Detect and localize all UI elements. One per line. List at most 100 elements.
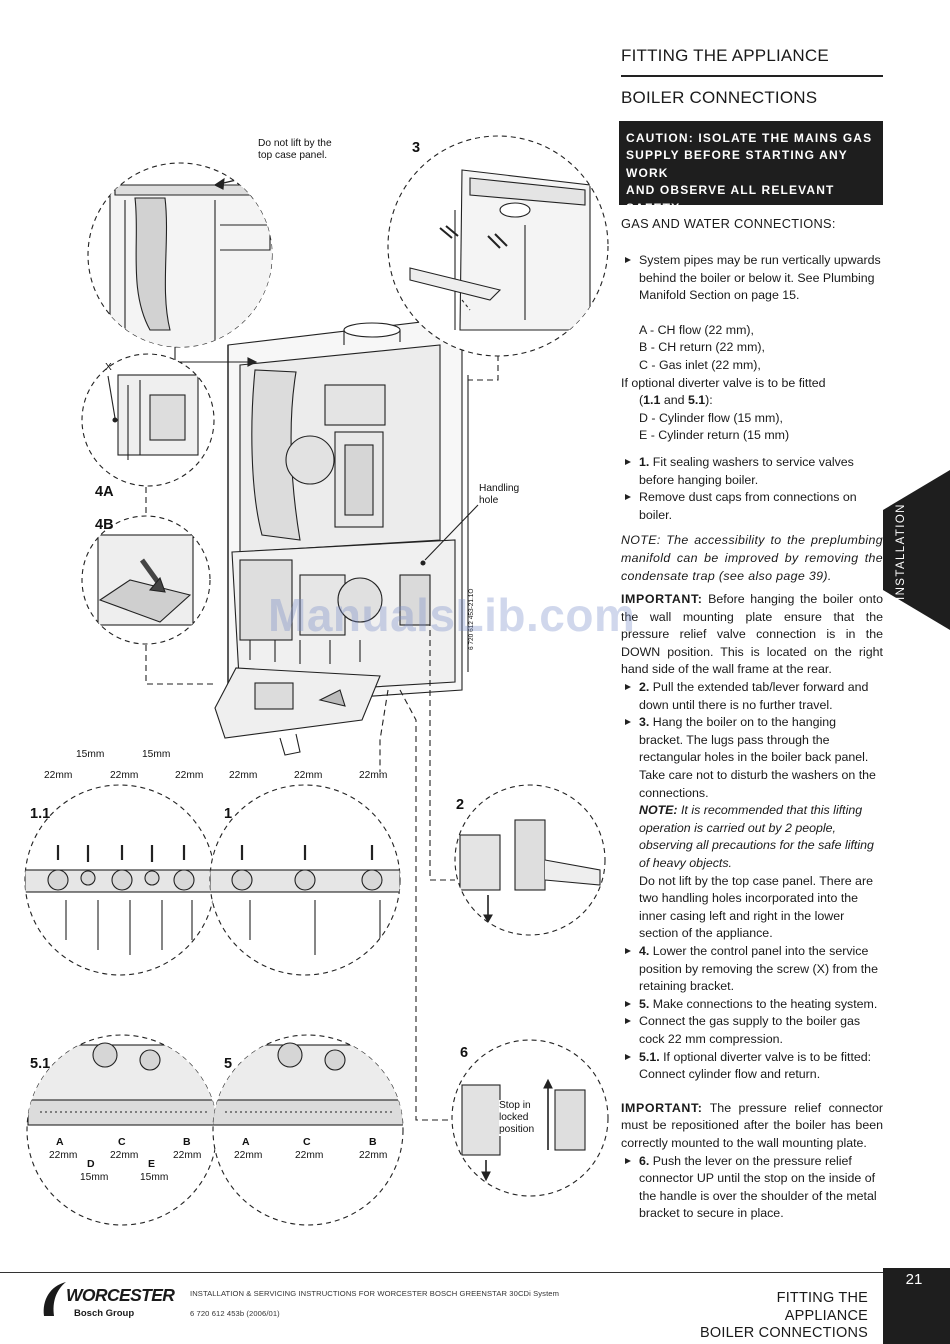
step-4: 4. Lower the control panel into the serv… bbox=[621, 943, 883, 996]
step-5: 5. Make connections to the heating syste… bbox=[621, 996, 883, 1014]
conn-c-label: C bbox=[303, 1136, 311, 1148]
step-number: 1. bbox=[639, 454, 650, 469]
dim-15mm: 15mm bbox=[76, 749, 105, 760]
screw-x-label: X bbox=[105, 362, 112, 373]
important-label: IMPORTANT: bbox=[621, 1100, 703, 1115]
boiler-connections-diagram bbox=[24, 135, 609, 1226]
conn-e-label: E bbox=[148, 1158, 156, 1170]
diverter-ref-fig: 1.1 bbox=[643, 393, 661, 408]
top-case-warning: Do not lift by the top case panel. bbox=[258, 138, 332, 162]
connection-e: E - Cylinder return (15 mm) bbox=[639, 428, 790, 443]
handling-hole-label: Handling hole bbox=[479, 483, 519, 507]
gas-water-heading: GAS AND WATER CONNECTIONS: bbox=[621, 216, 836, 231]
diverter-ref-fig: 5.1 bbox=[687, 393, 706, 408]
document-title: INSTALLATION & SERVICING INSTRUCTIONS FO… bbox=[190, 1289, 560, 1298]
step-number: 5. bbox=[639, 996, 650, 1011]
page-number: 21 bbox=[905, 1271, 923, 1288]
installation-tab bbox=[883, 470, 950, 630]
installation-tab-label: INSTALLATION bbox=[895, 503, 907, 600]
step-text: Pull the extended tab/lever forward and … bbox=[639, 680, 869, 712]
section-title: FITTING THE APPLIANCE bbox=[621, 46, 829, 65]
step-2: 2. Pull the extended tab/lever forward a… bbox=[621, 679, 883, 714]
footer-subsection-title: BOILER CONNECTIONS bbox=[700, 1325, 868, 1341]
stop-line: locked bbox=[499, 1112, 529, 1123]
caution-line: CAUTION: ISOLATE THE MAINS GAS bbox=[626, 131, 873, 145]
dim-15mm: 15mm bbox=[142, 749, 171, 760]
conn-d-label: D bbox=[87, 1158, 95, 1170]
dim-22mm: 22mm bbox=[234, 1150, 263, 1161]
document-info: INSTALLATION & SERVICING INSTRUCTIONS FO… bbox=[190, 1288, 559, 1319]
caution-line: AND OBSERVE ALL RELEVANT SAFETY bbox=[626, 183, 835, 215]
figure-4a-label: 4A bbox=[95, 484, 114, 500]
step-number: 6. bbox=[639, 1153, 650, 1168]
caution-line: SUPPLY BEFORE STARTING ANY WORK bbox=[626, 148, 848, 180]
handling-line: hole bbox=[479, 495, 499, 506]
dim-22mm: 22mm bbox=[294, 770, 323, 781]
footer-section: FITTING THE APPLIANCE BOILER CONNECTIONS bbox=[700, 1290, 868, 1343]
important-text: The pressure relief connector must be re… bbox=[621, 1100, 883, 1150]
brand-subtitle: Bosch Group bbox=[74, 1308, 135, 1319]
bullet-system-pipes: System pipes may be run vertically upwar… bbox=[621, 252, 883, 305]
important-pressure-relief: IMPORTANT: The pressure relief connector… bbox=[621, 1100, 883, 1153]
subsection-title: BOILER CONNECTIONS bbox=[621, 88, 818, 107]
step-number: 2. bbox=[639, 680, 650, 695]
figure-6-label: 6 bbox=[460, 1045, 469, 1061]
note-label: NOTE: bbox=[639, 803, 678, 818]
page-number-box bbox=[883, 1268, 950, 1344]
dim-22mm: 22mm bbox=[359, 770, 388, 781]
brand-name: WORCESTER bbox=[66, 1285, 175, 1305]
bullet-text: Connect the gas supply to the boiler gas… bbox=[639, 1014, 861, 1046]
connection-d: D - Cylinder flow (15 mm), bbox=[639, 410, 783, 425]
conn-c-label: C bbox=[118, 1136, 126, 1148]
connection-a: A - CH flow (22 mm), bbox=[639, 322, 754, 337]
footer-divider bbox=[0, 1272, 883, 1273]
stop-line: Stop in bbox=[499, 1100, 531, 1111]
important-label: IMPORTANT: bbox=[621, 592, 703, 607]
figure-2-label: 2 bbox=[456, 797, 465, 813]
dim-22mm: 22mm bbox=[44, 770, 73, 781]
bullet-text: System pipes may be run vertically upwar… bbox=[639, 253, 881, 303]
figure-5-label: 5 bbox=[224, 1056, 233, 1072]
conn-a-label: A bbox=[56, 1136, 64, 1148]
step-text: Push the lever on the pressure relief co… bbox=[639, 1153, 877, 1221]
step-6: 6. Push the lever on the pressure relief… bbox=[621, 1153, 883, 1223]
footer-section-title: FITTING THE APPLIANCE bbox=[776, 1290, 868, 1324]
note-text: It is recommended that this lifting oper… bbox=[639, 803, 874, 870]
handling-line: Handling bbox=[479, 483, 520, 494]
document-code: 6 720 612 453b (2006/01) bbox=[190, 1308, 280, 1318]
step-1: 1. Fit sealing washers to service valves… bbox=[621, 454, 883, 489]
worcester-logo-icon bbox=[43, 1282, 66, 1316]
step-5-1: 5.1. If optional diverter valve is to be… bbox=[621, 1049, 883, 1084]
callout-leaders bbox=[145, 355, 499, 1121]
diverter-ref: (1.1 and 5.1): bbox=[621, 392, 883, 410]
dim-22mm: 22mm bbox=[295, 1150, 324, 1161]
dim-22mm: 22mm bbox=[173, 1150, 202, 1161]
bullet-gas-supply: Connect the gas supply to the boiler gas… bbox=[621, 1013, 883, 1048]
figure-5-1-label: 5.1 bbox=[30, 1056, 51, 1072]
dim-22mm: 22mm bbox=[175, 770, 204, 781]
diverter-ref-and: and bbox=[660, 393, 688, 408]
stop-position-label: Stop in locked position bbox=[499, 1100, 535, 1136]
step-3-care: Take care not to disturb the washers on … bbox=[639, 768, 876, 800]
connection-c: C - Gas inlet (22 mm), bbox=[639, 357, 761, 372]
caution-line: PRECAUTIONS. bbox=[626, 218, 731, 233]
dim-22mm: 22mm bbox=[110, 770, 139, 781]
figure-3-label: 3 bbox=[412, 140, 421, 156]
tab-shape bbox=[883, 470, 950, 630]
step-text: Make connections to the heating system. bbox=[649, 996, 878, 1011]
important-before-hanging: IMPORTANT: Before hanging the boiler ont… bbox=[621, 591, 883, 679]
important-text: Before hanging the boiler onto the wall … bbox=[621, 592, 883, 677]
warning-line: top case panel. bbox=[258, 150, 328, 161]
diverter-intro: If optional diverter valve is to be fitt… bbox=[621, 375, 826, 390]
dim-22mm: 22mm bbox=[49, 1150, 78, 1161]
conn-a-label: A bbox=[242, 1136, 250, 1148]
figure-1-label: 1 bbox=[224, 806, 233, 822]
step-3-note: NOTE: It is recommended that this liftin… bbox=[621, 802, 883, 872]
step-number: 3. bbox=[639, 715, 650, 730]
note-accessibility: NOTE: The accessibility to the preplumbi… bbox=[621, 533, 883, 583]
conn-b-label: B bbox=[369, 1136, 377, 1148]
header-divider bbox=[621, 75, 883, 77]
diverter-ref-close: ): bbox=[705, 393, 713, 408]
step-number: 4. bbox=[639, 943, 650, 958]
dim-22mm: 22mm bbox=[110, 1150, 139, 1161]
